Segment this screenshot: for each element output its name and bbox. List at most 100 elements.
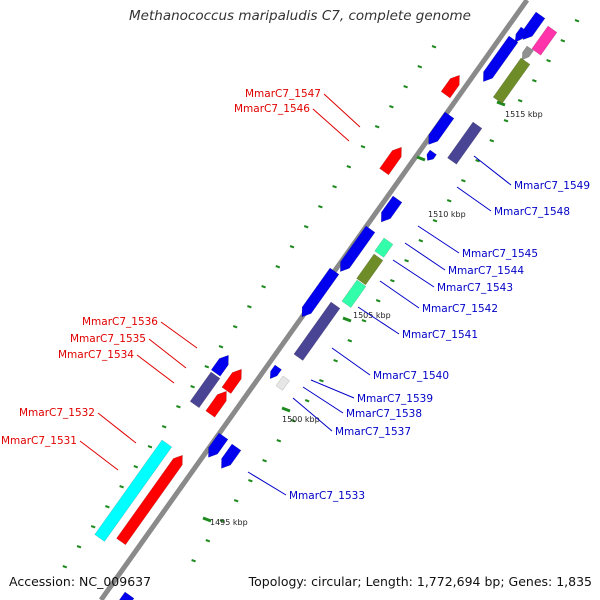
tick-mark-inner — [546, 59, 551, 63]
tick-mark-inner — [475, 159, 480, 163]
gene-feature — [116, 454, 183, 546]
gene-label-leader — [323, 93, 361, 128]
tick-mark-outer — [318, 205, 323, 209]
gene-feature — [301, 267, 340, 318]
gene-feature — [341, 279, 367, 308]
gene-label-leader — [417, 225, 460, 254]
tick-mark-outer — [289, 245, 295, 249]
tick-mark-outer — [204, 365, 210, 369]
gene-labels: MmarC7_1547MmarC7_1546MmarC7_1536MmarC7_… — [1, 88, 590, 502]
gene-label-leader — [404, 242, 446, 271]
tick-mark-inner — [404, 259, 409, 263]
tick-mark-outer — [346, 165, 352, 169]
gene-label: MmarC7_1540 — [373, 370, 449, 382]
tick-mark-inner — [219, 519, 225, 523]
tick-mark-inner — [418, 239, 424, 243]
tick-mark-outer — [374, 125, 380, 129]
tick-mark-outer — [133, 465, 139, 469]
tick-mark-outer — [119, 485, 124, 489]
gene-feature — [440, 74, 460, 99]
tick-mark-outer — [417, 65, 423, 69]
gene-feature — [275, 375, 290, 391]
tick-mark-outer — [261, 285, 266, 289]
tick-mark-inner — [574, 19, 580, 23]
gene-feature — [118, 591, 135, 600]
tick-mark-inner — [347, 339, 353, 343]
tick-mark-inner — [560, 39, 566, 43]
gene-feature — [374, 237, 394, 258]
gene-feature — [293, 301, 341, 361]
gene-label: MmarC7_1538 — [346, 408, 422, 420]
tick-mark-inner — [276, 439, 282, 443]
tick-mark-outer — [176, 405, 181, 409]
gene-label: MmarC7_1533 — [289, 490, 365, 502]
gene-label-leader — [148, 338, 187, 369]
gene-label-leader — [312, 108, 350, 142]
tick-mark-outer — [389, 105, 394, 109]
gene-label: MmarC7_1543 — [437, 282, 513, 294]
gene-feature — [426, 149, 437, 161]
gene-feature — [447, 121, 483, 165]
gene-feature — [208, 432, 229, 458]
tick-mark-inner — [290, 419, 296, 423]
map-title: Methanococcus maripaludis C7, complete g… — [129, 8, 471, 24]
gene-feature — [531, 25, 558, 56]
tick-mark-inner — [375, 299, 381, 303]
tick-mark-outer — [76, 545, 82, 549]
tick-mark-inner — [233, 499, 239, 503]
gene-feature — [521, 45, 534, 61]
gene-label-leader — [79, 440, 119, 471]
tick-mark-inner — [319, 379, 324, 383]
gene-label: MmarC7_1548 — [494, 206, 570, 218]
tick-mark-outer — [403, 85, 408, 89]
gene-label: MmarC7_1542 — [422, 303, 498, 315]
gene-label: MmarC7_1547 — [245, 88, 321, 100]
gene-label-leader — [392, 259, 435, 288]
gene-feature — [492, 57, 531, 104]
tick-mark-outer — [147, 445, 153, 449]
tick-mark-outer — [62, 565, 68, 569]
tick-mark-inner — [361, 319, 367, 323]
scale-label: 1510 kbp — [428, 210, 466, 219]
tick-mark-inner — [304, 399, 310, 403]
tick-mark-outer — [218, 345, 224, 349]
tick-mark-inner — [390, 279, 395, 283]
gene-label: MmarC7_1545 — [462, 248, 538, 260]
tick-mark-inner — [262, 459, 267, 463]
gene-label-leader — [379, 280, 420, 309]
tick-mark-outer — [105, 505, 110, 509]
tick-mark-inner — [333, 359, 338, 363]
gene-label-leader — [247, 471, 287, 496]
tick-mark-inner — [532, 79, 537, 83]
gene-feature — [514, 26, 528, 43]
gene-label-leader — [331, 347, 371, 376]
tick-mark-outer — [360, 145, 366, 149]
tick-mark-inner — [191, 559, 196, 563]
gene-label-leader — [292, 397, 333, 432]
gene-label: MmarC7_1532 — [19, 407, 95, 419]
gene-label: MmarC7_1544 — [448, 265, 524, 277]
gene-feature — [428, 111, 455, 145]
tick-mark-major — [281, 406, 291, 413]
gene-label-leader — [302, 386, 344, 414]
tick-mark-outer — [332, 185, 337, 189]
gene-feature — [221, 368, 242, 394]
gene-feature — [522, 11, 546, 40]
gene-feature — [379, 146, 402, 176]
tick-mark-inner — [517, 99, 523, 103]
gene-label: MmarC7_1535 — [70, 333, 146, 345]
tick-mark-outer — [190, 385, 195, 389]
tick-mark-outer — [161, 425, 167, 429]
tick-mark-inner — [446, 199, 452, 203]
tick-mark-major — [202, 516, 212, 523]
gene-feature — [221, 443, 242, 469]
tick-mark-inner — [489, 139, 495, 143]
gene-feature — [380, 195, 403, 223]
scale-label: 1500 kbp — [282, 415, 320, 424]
tick-mark-major — [496, 100, 506, 107]
gene-label: MmarC7_1539 — [357, 393, 433, 405]
accession-label: Accession: NC_009637 — [9, 574, 152, 589]
tick-mark-outer — [247, 305, 252, 309]
tick-mark-major — [416, 155, 426, 162]
tick-mark-major — [342, 316, 352, 323]
